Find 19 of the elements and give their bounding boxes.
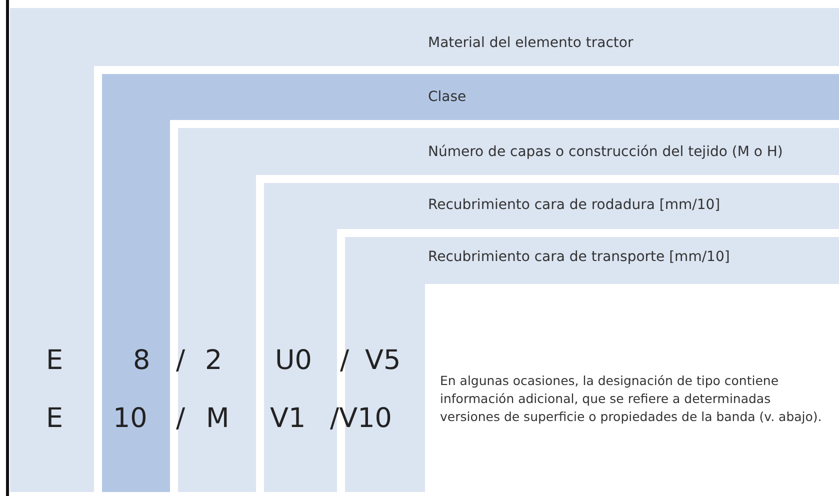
code-part: V5: [365, 345, 401, 376]
code-part: /: [340, 345, 350, 376]
code-part: M: [206, 403, 230, 434]
code-part: V1: [270, 403, 306, 434]
code-part: 8: [133, 345, 150, 376]
code-part: 10: [113, 403, 148, 434]
band-heading: Clase: [428, 89, 466, 105]
code-part: /: [176, 403, 186, 434]
code-part: /: [176, 345, 186, 376]
code-part: /V10: [330, 403, 392, 434]
band-heading: Recubrimiento cara de rodadura [mm/10]: [428, 197, 720, 213]
band-heading: Material del elemento tractor: [428, 35, 634, 51]
note-text: En algunas ocasiones, la designación de tipo contiene información adicional, que se refiere a determinadas versiones de superficie o propiedades de la banda (v. abajo).: [440, 372, 823, 426]
code-part: E: [46, 403, 64, 434]
code-part: E: [46, 345, 64, 376]
code-part: 2: [205, 345, 222, 376]
band-heading: Número de capas o construcción del tejido (M o H): [428, 144, 783, 160]
band-heading: Recubrimiento cara de transporte [mm/10]: [428, 249, 730, 265]
code-part: U0: [275, 345, 312, 376]
